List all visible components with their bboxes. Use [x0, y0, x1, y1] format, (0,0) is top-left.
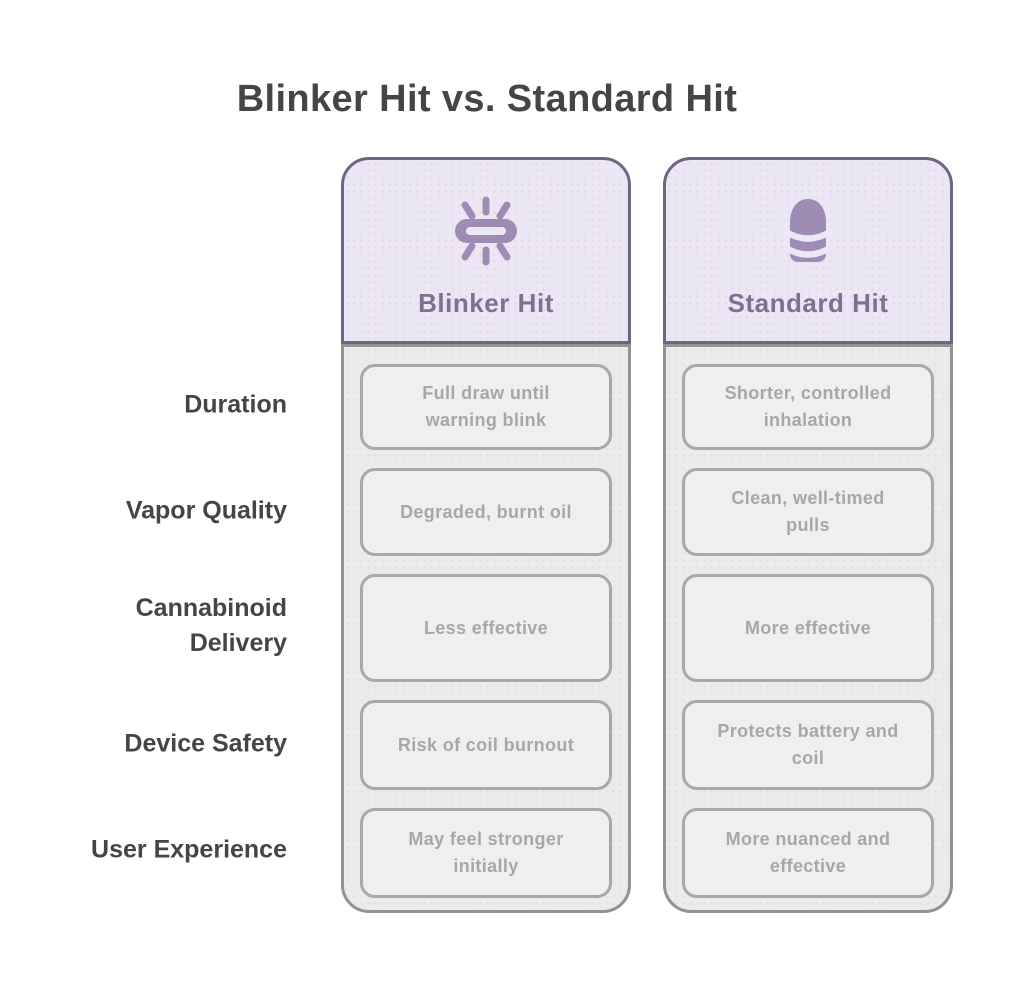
cell-safety-standard: Protects battery and coil	[682, 700, 934, 790]
cell-experience-blinker: May feel stronger initially	[360, 808, 612, 898]
cell-duration-blinker: Full draw until warning blink	[360, 364, 612, 450]
blinker-hit-label: Blinker Hit	[418, 288, 554, 318]
vape-cartridge-icon	[784, 192, 832, 270]
cell-experience-standard: More nuanced and effective	[682, 808, 934, 898]
standard-hit-column: Standard Hit Shorter, controlled inhalat…	[663, 157, 953, 913]
page-title: Blinker Hit vs. Standard Hit	[236, 78, 738, 120]
row-label-user-experience: User Experience	[91, 835, 287, 864]
cell-vapor-blinker: Degraded, burnt oil	[360, 468, 612, 556]
row-label-duration: Duration	[184, 390, 287, 419]
standard-hit-header: Standard Hit	[663, 157, 953, 344]
row-label-vapor-quality: Vapor Quality	[125, 496, 287, 525]
row-label-device-safety: Device Safety	[124, 729, 287, 758]
cell-cannabinoid-blinker: Less effective	[360, 574, 612, 682]
blinker-hit-body: Full draw until warning blink Degraded, …	[341, 344, 631, 913]
blinking-light-icon	[447, 192, 525, 270]
cell-vapor-standard: Clean, well-timed pulls	[682, 468, 934, 556]
standard-hit-label: Standard Hit	[727, 288, 889, 318]
blinker-hit-header: Blinker Hit	[341, 157, 631, 344]
cell-safety-blinker: Risk of coil burnout	[360, 700, 612, 790]
standard-hit-body: Shorter, controlled inhalation Clean, we…	[663, 344, 953, 913]
cell-cannabinoid-standard: More effective	[682, 574, 934, 682]
row-label-cannabinoid-delivery: Cannabinoid Delivery	[135, 594, 287, 657]
blinker-hit-column: Blinker Hit Full draw until warning blin…	[341, 157, 631, 913]
cell-duration-standard: Shorter, controlled inhalation	[682, 364, 934, 450]
